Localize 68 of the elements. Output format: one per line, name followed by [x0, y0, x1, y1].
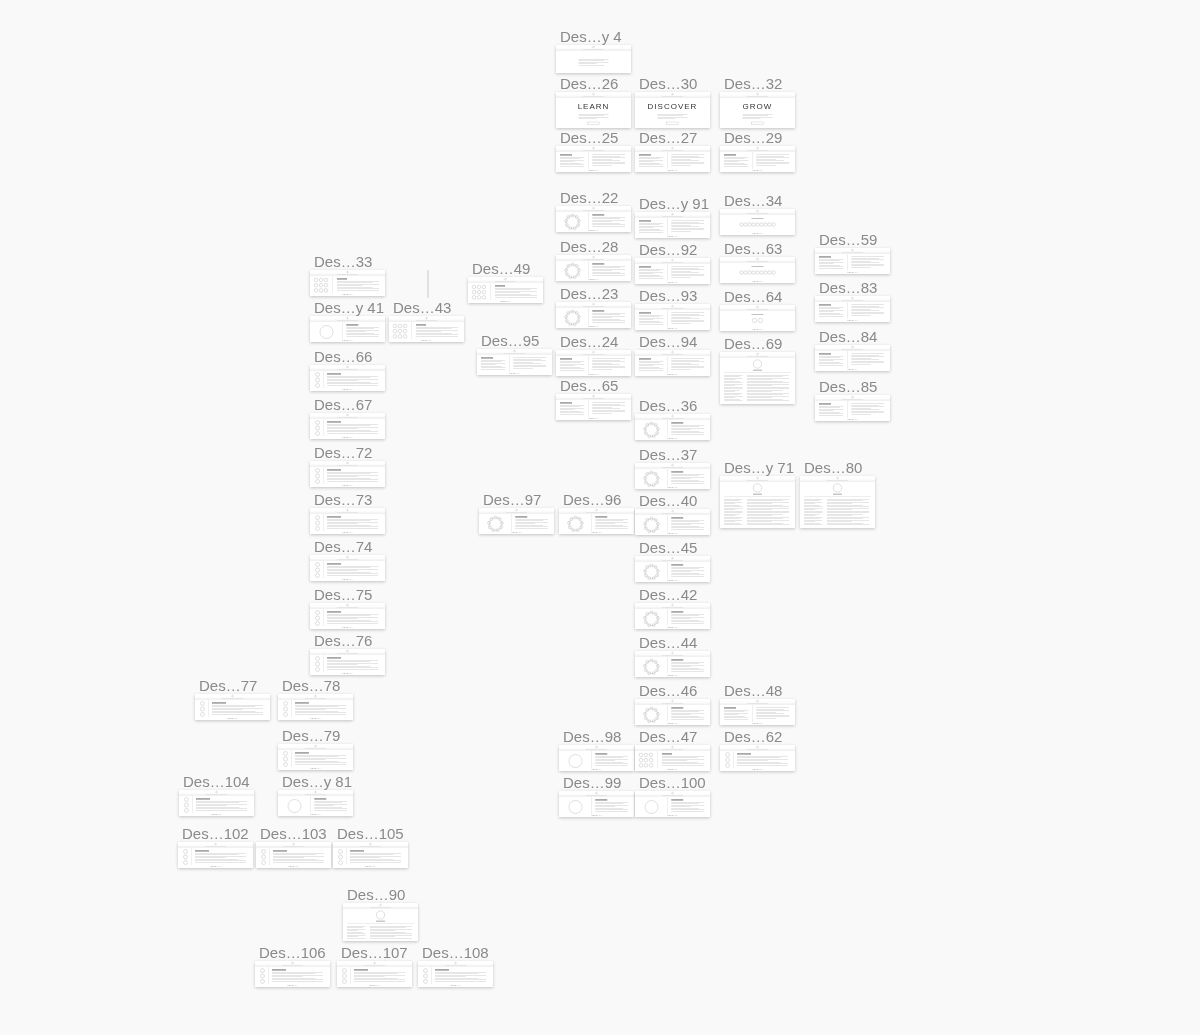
artboard-title: Des…26 — [560, 76, 619, 91]
artboard-title: Des…69 — [724, 336, 783, 351]
artboard-title: Des…95 — [481, 333, 540, 348]
artboard-title: Des…y 4 — [560, 29, 622, 44]
artboard-title: Des…75 — [314, 587, 373, 602]
artboard-title: Des…92 — [639, 242, 698, 257]
artboard-title: Des…99 — [563, 775, 622, 790]
artboard-title: Des…76 — [314, 633, 373, 648]
artboard-title: Des…74 — [314, 539, 373, 554]
artboard-title: Des…67 — [314, 397, 373, 412]
artboard-title: Des…106 — [259, 945, 326, 960]
page-heading: GROW — [741, 102, 774, 111]
artboard-title: Des…100 — [639, 775, 706, 790]
artboard-title: Des…42 — [639, 587, 698, 602]
artboard-title: Des…49 — [472, 261, 531, 276]
artboard-title: Des…97 — [483, 492, 542, 507]
artboard-title: Des…40 — [639, 493, 698, 508]
artboard-title: Des…103 — [260, 826, 327, 841]
artboard-title: Des…y 71 — [724, 460, 795, 475]
artboard-title: Des…96 — [563, 492, 622, 507]
artboard-title: Des…y 41 — [314, 300, 385, 315]
artboard-title: Des…98 — [563, 729, 622, 744]
artboard-title: Des…22 — [560, 190, 619, 205]
artboard-title: Des…104 — [183, 774, 250, 789]
artboard-title: Des…65 — [560, 378, 619, 393]
page-heading: LEARN — [576, 102, 611, 111]
artboard-title: Des…62 — [724, 729, 783, 744]
artboard-title: Des…94 — [639, 334, 698, 349]
artboard-title: Des…59 — [819, 232, 878, 247]
artboard-title: Des…83 — [819, 280, 878, 295]
artboard-title: Des…45 — [639, 540, 698, 555]
artboard-title: Des…90 — [347, 887, 406, 902]
artboard-title: Des…27 — [639, 130, 698, 145]
artboard-title: Des…64 — [724, 289, 783, 304]
artboard-title: Des…y 91 — [639, 196, 710, 211]
artboard-title: Des…29 — [724, 130, 783, 145]
artboard-title: Des…47 — [639, 729, 698, 744]
artboard-title: Des…25 — [560, 130, 619, 145]
artboard-title: Des…85 — [819, 379, 878, 394]
artboard-title: Des…93 — [639, 288, 698, 303]
artboard-title: Des…43 — [393, 300, 452, 315]
artboard-title: Des…73 — [314, 492, 373, 507]
artboard-title: Des…23 — [560, 286, 619, 301]
artboard-title: Des…63 — [724, 241, 783, 256]
artboard-title: Des…79 — [282, 728, 341, 743]
artboard-title: Des…77 — [199, 678, 258, 693]
artboard-title: Des…107 — [341, 945, 408, 960]
artboard-title: Des…66 — [314, 349, 373, 364]
artboard-title: Des…33 — [314, 254, 373, 269]
artboard-title: Des…34 — [724, 193, 783, 208]
artboard-title: Des…32 — [724, 76, 783, 91]
artboard-title: Des…108 — [422, 945, 489, 960]
artboard-title: Des…24 — [560, 334, 619, 349]
artboard-title: Des…28 — [560, 239, 619, 254]
artboard-title: Des…37 — [639, 447, 698, 462]
artboard-title: Des…46 — [639, 683, 698, 698]
artboard-title: Des…78 — [282, 678, 341, 693]
page-heading: DISCOVER — [646, 102, 699, 111]
artboard-title: Des…84 — [819, 329, 878, 344]
artboard-title: Des…44 — [639, 635, 698, 650]
artboard-title: Des…105 — [337, 826, 404, 841]
artboard-title: Des…102 — [182, 826, 249, 841]
artboard-title: Des…36 — [639, 398, 698, 413]
artboard-title: Des…30 — [639, 76, 698, 91]
artboard-title: Des…48 — [724, 683, 783, 698]
artboard-title: Des…80 — [804, 460, 863, 475]
artboard-title: Des…y 81 — [282, 774, 353, 789]
artboard-title: Des…72 — [314, 445, 373, 460]
